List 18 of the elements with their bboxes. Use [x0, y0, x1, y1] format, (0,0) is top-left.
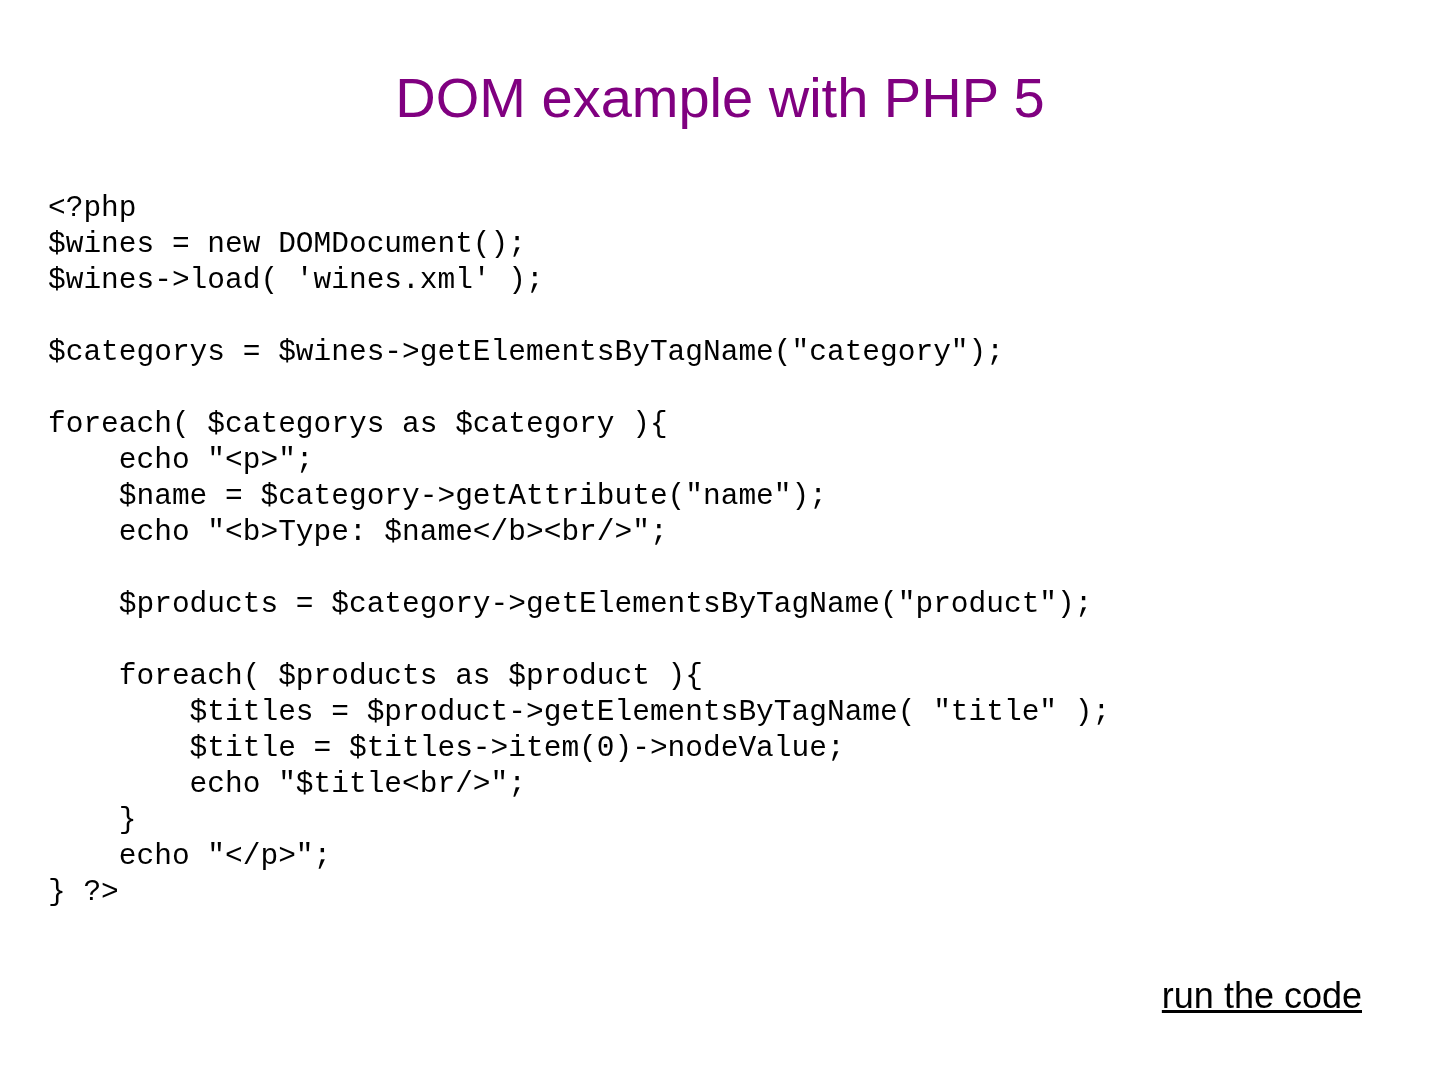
code-line: $products = $category->getElementsByTagName("product"); — [117, 586, 1093, 622]
code-line: <?php — [48, 190, 137, 226]
code-line: $name = $category->getAttribute("name"); — [117, 478, 827, 514]
run-code-link: run the code — [1161, 974, 1362, 1018]
code-line: $wines->load( 'wines.xml' ); — [48, 262, 544, 298]
code-line: echo "<p>"; — [117, 442, 314, 478]
code-line: } — [117, 802, 137, 838]
code-line: foreach( $categorys as $category ){ — [48, 406, 668, 442]
code-line: $titles = $product->getElementsByTagName( "title" ); — [188, 694, 1111, 730]
code-line: } ?> — [48, 874, 119, 910]
code-line: echo "</p>"; — [117, 838, 332, 874]
code-line: echo "$title<br/>"; — [188, 766, 526, 802]
code-line: $title = $titles->item(0)->nodeValue; — [188, 730, 845, 766]
code-line: $wines = new DOMDocument(); — [48, 226, 526, 262]
code-line: $categorys = $wines->getElementsByTagName("category"); — [48, 334, 1004, 370]
slide-title: DOM example with PHP 5 — [395, 65, 1045, 131]
code-line: echo "<b>Type: $name</b><br/>"; — [117, 514, 668, 550]
code-line: foreach( $products as $product ){ — [117, 658, 703, 694]
